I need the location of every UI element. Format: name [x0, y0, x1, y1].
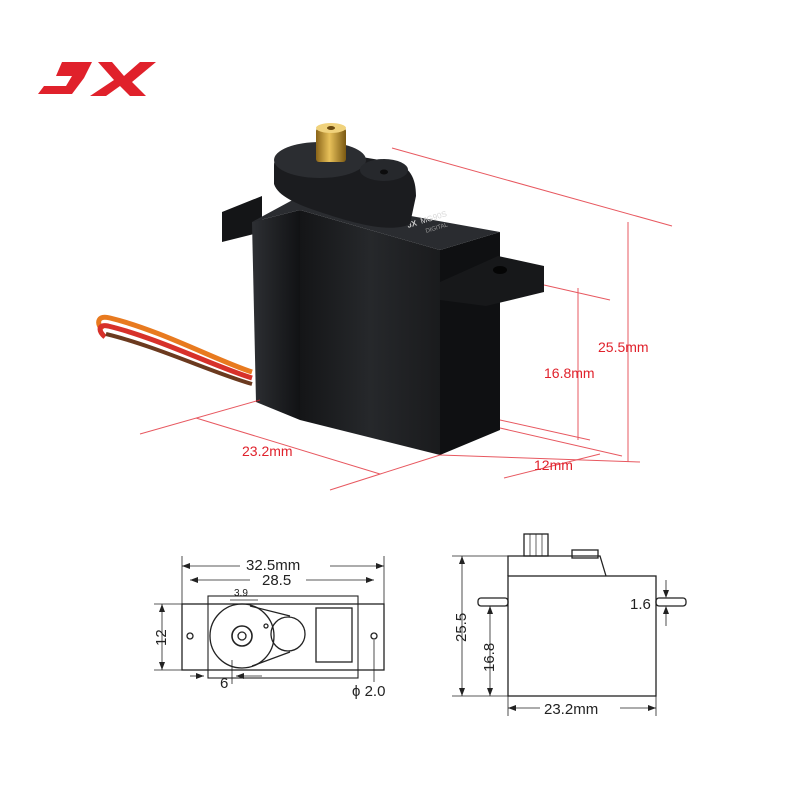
side-view-body — [507, 575, 657, 697]
side-dim-body-height: 16.8 — [481, 643, 498, 672]
spline-outer-icon — [231, 625, 253, 647]
photo-dimension-lines — [139, 147, 673, 491]
top-view-body — [207, 595, 359, 679]
side-view-boss — [571, 549, 599, 559]
boss-dot-icon — [380, 169, 388, 175]
side-view-housing — [507, 555, 607, 577]
label-brand: JX — [406, 218, 419, 230]
mounting-hole-icon — [493, 266, 507, 274]
logo-x-mark — [90, 62, 156, 96]
side-dim-overall-height: 25.5 — [453, 613, 470, 642]
mount-hole-left-icon — [186, 632, 194, 640]
photo-dim-body-height: 16.8mm — [544, 365, 595, 381]
photo-dim-depth: 12mm — [534, 457, 573, 473]
top-view-drawing — [154, 556, 385, 684]
side-dim-tab-thickness: 1.6 — [630, 596, 651, 613]
top-boss-outline — [270, 616, 306, 652]
servo-side-face — [252, 210, 300, 420]
side-view-tab-left — [477, 597, 509, 607]
side-view-tab-right — [655, 597, 687, 607]
mount-hole-right-icon — [370, 632, 378, 640]
servo-photo: JX MG90S DIGITAL — [96, 123, 544, 455]
brand-logo: JX — [0, 0, 156, 96]
side-view-arrows — [459, 556, 669, 711]
top-view-arrows — [159, 563, 384, 679]
spline-inner-icon — [237, 631, 247, 641]
logo-j-mark — [38, 62, 92, 94]
top-dim-hole-spacing: 28.5 — [262, 572, 291, 589]
servo-wires — [96, 314, 253, 386]
top-dim-gear-offset: 3.9 — [234, 588, 248, 599]
photo-dim-overall-height: 25.5mm — [598, 339, 649, 355]
top-view-flange — [181, 603, 385, 671]
mounting-tab-left — [222, 196, 262, 242]
top-dim-spline-offset: 6 — [220, 675, 228, 692]
servo-front-face — [300, 210, 440, 455]
photo-dim-width: 23.2mm — [242, 443, 293, 459]
side-view-drawing — [452, 533, 687, 716]
top-dim-overall-length: 32.5mm — [246, 557, 300, 574]
mounting-tab-right — [440, 256, 544, 306]
side-dim-width: 23.2mm — [544, 701, 598, 718]
logo-text: JX — [0, 0, 2, 1]
top-dim-depth: 12 — [153, 629, 170, 646]
top-connector-window — [315, 607, 353, 663]
top-gear-outline — [209, 603, 275, 669]
top-dim-hole-diameter: ϕ 2.0 — [352, 683, 385, 700]
output-spline — [316, 123, 346, 162]
